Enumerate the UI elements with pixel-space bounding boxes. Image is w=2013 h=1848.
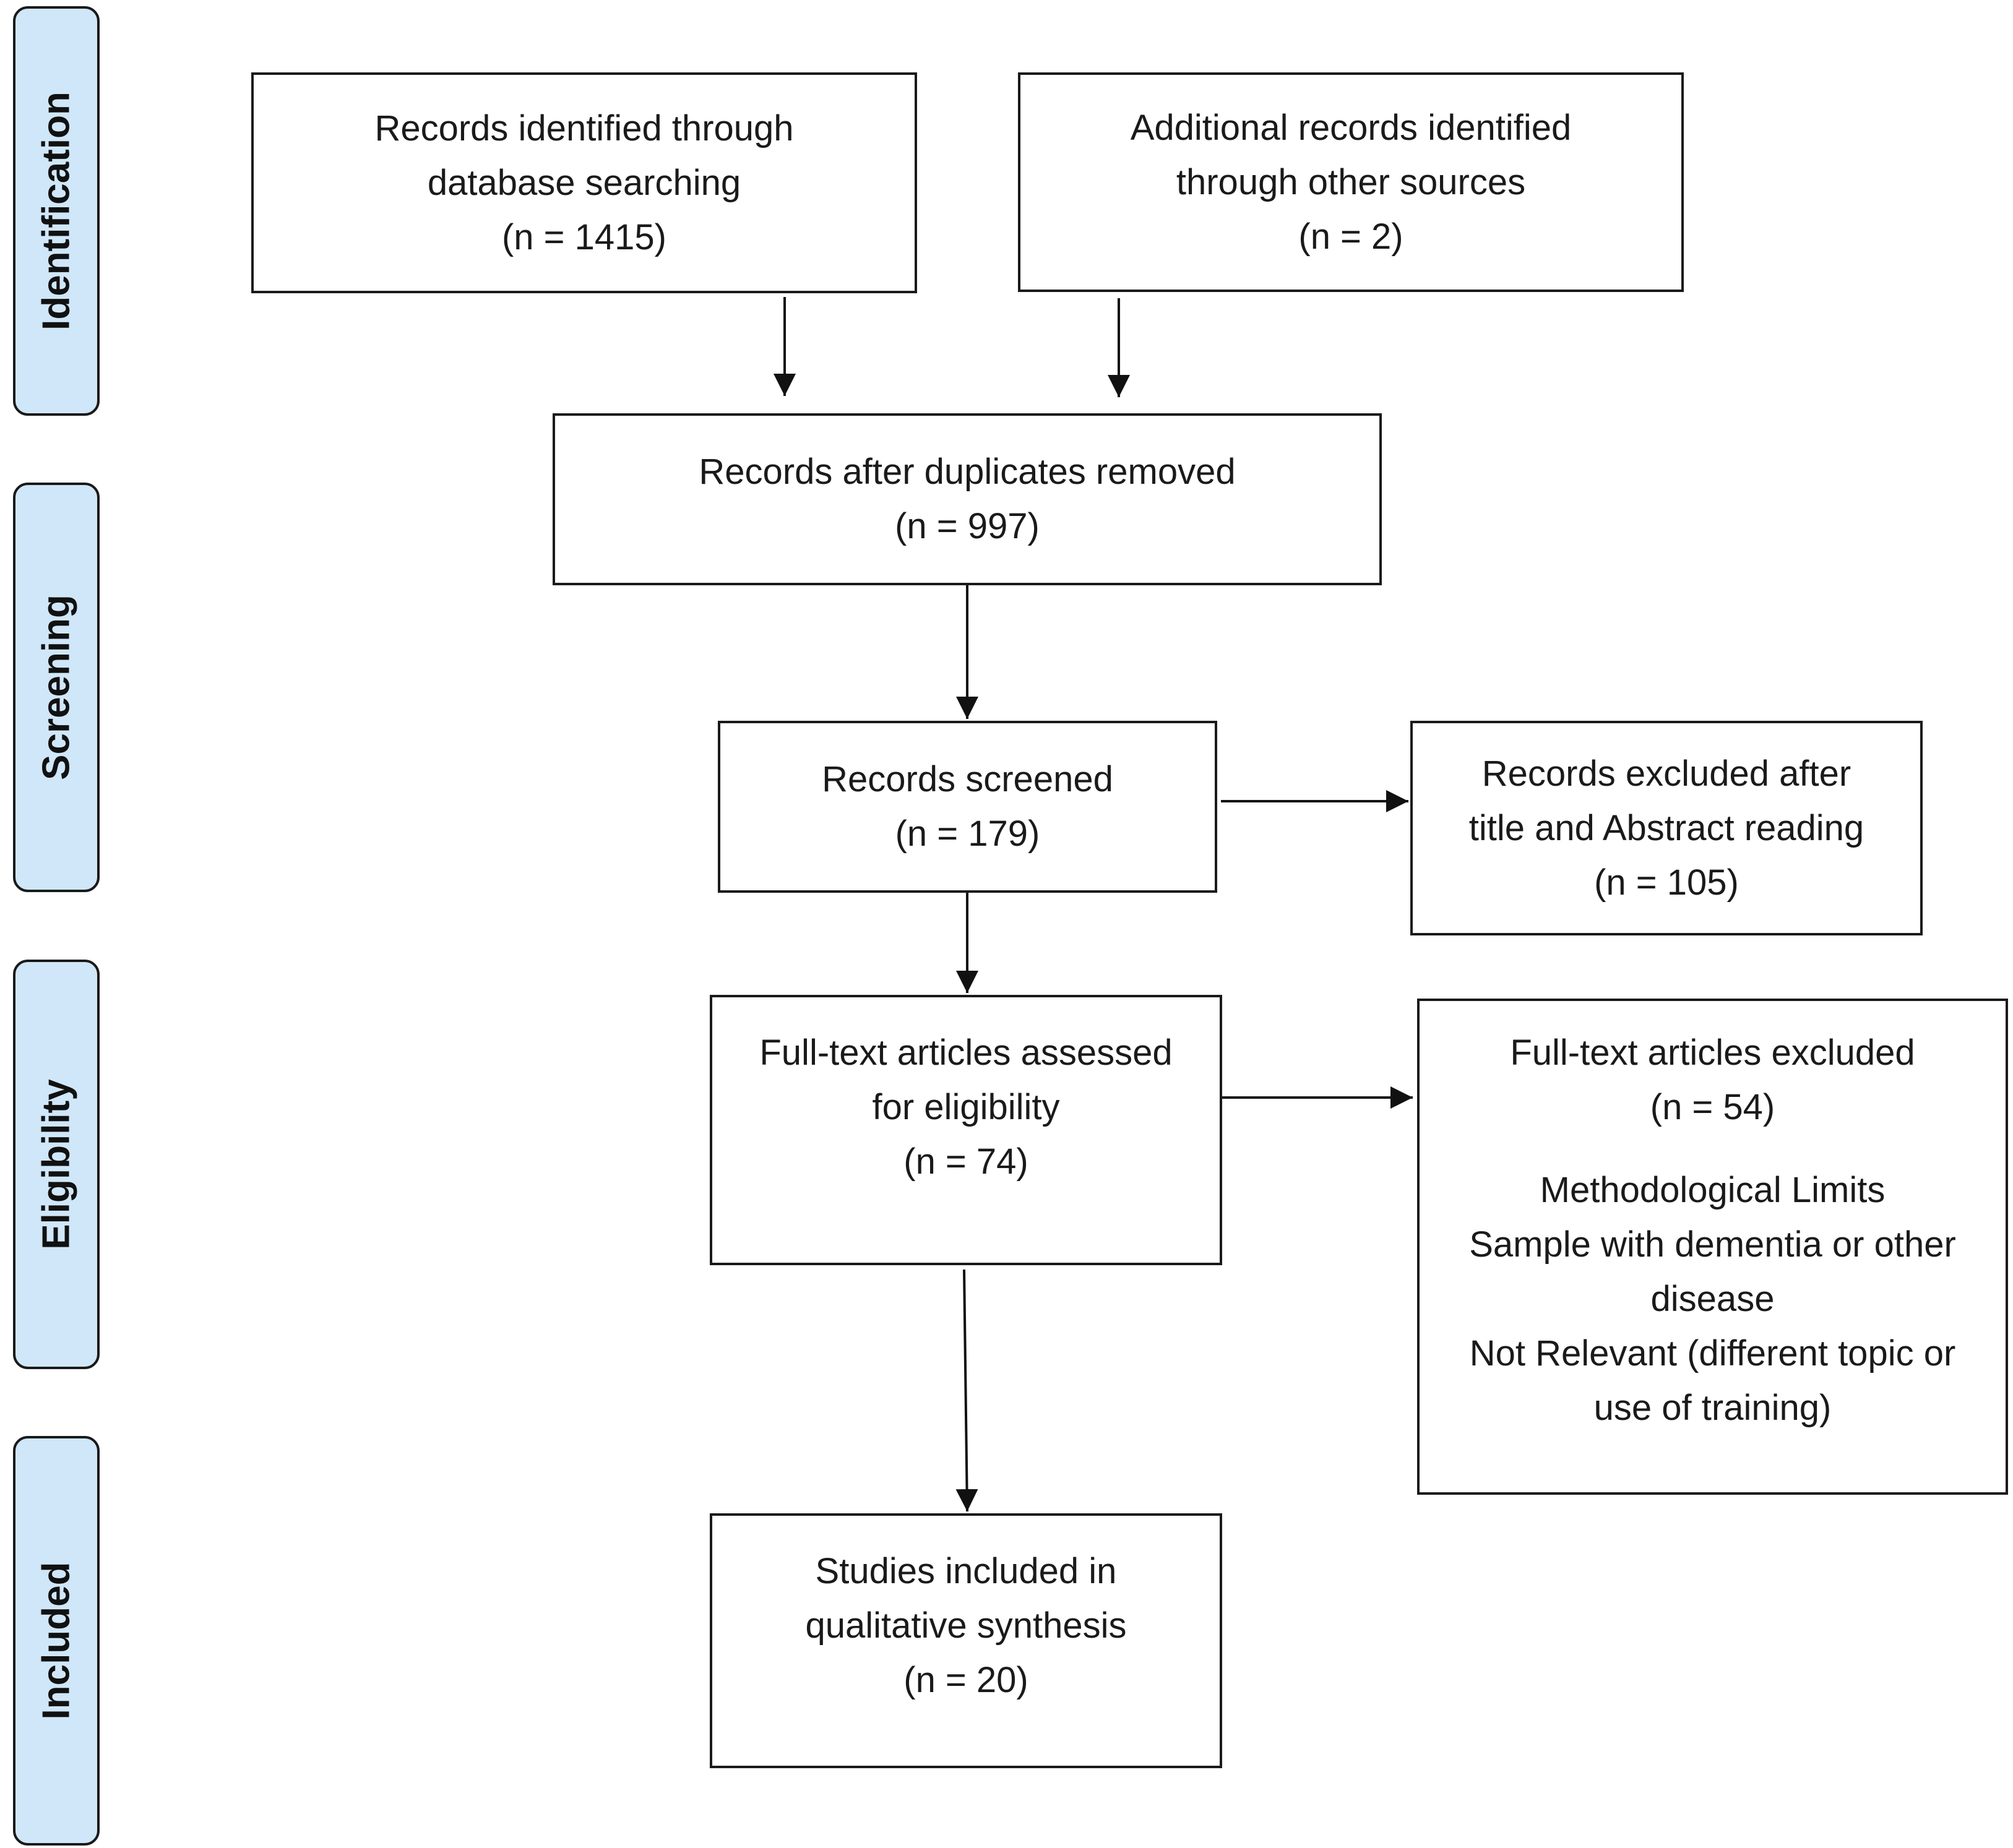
phase-eligibility: Eligibility xyxy=(13,960,100,1369)
box-excluded-title-abstract: Records excluded after title and Abstrac… xyxy=(1410,721,1923,935)
box-line: for eligibility xyxy=(872,1087,1060,1127)
phase-screening: Screening xyxy=(13,483,100,892)
box-line: Full-text articles assessed xyxy=(759,1033,1173,1073)
box-line: (n = 54) xyxy=(1650,1087,1775,1127)
phase-included: Included xyxy=(13,1436,100,1846)
exclusion-reason: Not Relevant (different topic or xyxy=(1469,1333,1956,1373)
box-line: Records screened xyxy=(822,759,1113,799)
phase-identification: Identification xyxy=(13,6,100,416)
phase-label-included: Included xyxy=(35,1562,78,1720)
box-line: (n = 105) xyxy=(1594,862,1739,903)
box-line: through other sources xyxy=(1176,161,1526,202)
phase-label-screening: Screening xyxy=(35,595,78,780)
box-studies-included: Studies included in qualitative synthesi… xyxy=(710,1513,1222,1768)
exclusion-reason: Methodological Limits xyxy=(1540,1170,1886,1210)
box-duplicates-removed: Records after duplicates removed (n = 99… xyxy=(553,413,1382,585)
box-line: (n = 2) xyxy=(1298,216,1403,257)
box-line: (n = 74) xyxy=(903,1141,1028,1182)
box-line: Studies included in xyxy=(815,1551,1117,1591)
box-line: Additional records identified xyxy=(1130,107,1572,148)
box-line: title and Abstract reading xyxy=(1468,807,1864,848)
box-line: Records after duplicates removed xyxy=(699,452,1236,492)
box-database-records: Records identified through database sear… xyxy=(251,72,917,293)
exclusion-reason: Sample with dementia or other xyxy=(1469,1224,1956,1265)
box-line: database searching xyxy=(427,162,741,203)
exclusion-reason: disease xyxy=(1650,1279,1775,1319)
box-line: (n = 997) xyxy=(895,506,1040,546)
phase-label-identification: Identification xyxy=(35,92,78,330)
phase-label-eligibility: Eligibility xyxy=(35,1079,78,1250)
box-line: Full-text articles excluded xyxy=(1510,1033,1915,1073)
box-line: (n = 179) xyxy=(895,814,1040,854)
box-line: Records excluded after xyxy=(1481,753,1851,794)
exclusion-reason: use of training) xyxy=(1593,1388,1832,1428)
box-line: Records identified through xyxy=(374,108,794,148)
box-line: (n = 1415) xyxy=(501,217,666,257)
box-records-screened: Records screened (n = 179) xyxy=(718,721,1217,893)
box-line: qualitative synthesis xyxy=(805,1605,1127,1646)
box-full-text-assessed: Full-text articles assessed for eligibil… xyxy=(710,995,1222,1265)
box-full-text-excluded: Full-text articles excluded (n = 54) Met… xyxy=(1417,999,2008,1495)
arrow-full-text-to-included xyxy=(955,1269,978,1512)
box-other-sources: Additional records identified through ot… xyxy=(1018,72,1684,292)
box-line: (n = 20) xyxy=(903,1660,1028,1700)
